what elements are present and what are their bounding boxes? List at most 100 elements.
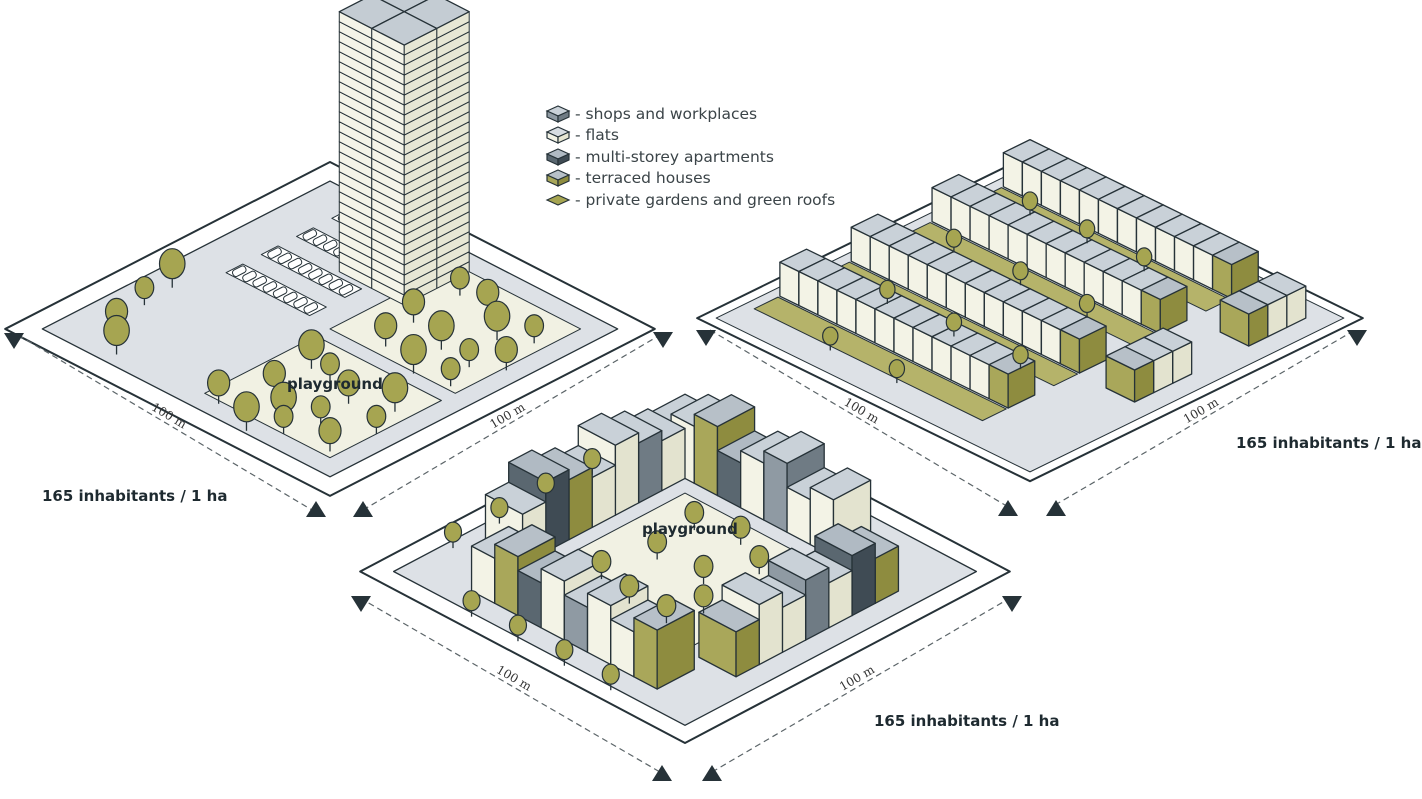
playground-label-tower: playground: [287, 375, 383, 393]
perimeter-arrow-south-a-icon: [652, 765, 672, 781]
tower-tree-23: [206, 369, 231, 404]
perimeter-back-6-face-left: [763, 450, 788, 533]
street-tree-4: [443, 521, 463, 549]
density-label-perimeter: 165 inhabitants / 1 ha: [874, 712, 1060, 730]
courtyard-tree-7: [591, 549, 612, 580]
tower-tree-10-crown: [440, 357, 461, 381]
perimeter-left-3-face-right: [614, 432, 640, 516]
terraced-tree-11: [888, 359, 906, 384]
perimeter-front-8: [633, 597, 695, 690]
courtyard-tree-2: [730, 515, 751, 545]
legend-label-multi: - multi-storey apartments: [575, 147, 774, 166]
terraced-tree-1: [1021, 191, 1039, 216]
street-tree-3: [490, 497, 509, 524]
parked-car-1-1-body: [312, 234, 328, 246]
parked-car-3-7-body: [303, 302, 319, 314]
playground-label-perimeter: playground: [642, 520, 738, 538]
courtyard-tree-6-crown: [693, 584, 714, 608]
terraced-tree-3: [1135, 247, 1153, 272]
terraced-tree-11-crown: [888, 359, 906, 379]
tower-tree-19-crown: [310, 395, 331, 419]
courtyard-tree-9-crown: [656, 593, 677, 618]
legend-item-terraced: - terraced houses: [545, 168, 835, 190]
terraced-tree-4-crown: [945, 228, 963, 248]
parked-car-2-2-body: [287, 257, 303, 270]
street-tree-8-crown: [601, 663, 620, 685]
perimeter-left-7-roof: [484, 481, 547, 515]
legend-item-multi: - multi-storey apartments: [545, 146, 835, 168]
tower-tree-24-crown: [158, 248, 186, 280]
tower-tree-3-crown: [483, 300, 511, 332]
parked-car-3-5-body: [283, 291, 298, 304]
perimeter-back-3-roof: [693, 394, 756, 428]
tower-tree-9-crown: [400, 333, 427, 366]
parked-car-2-5-body: [318, 273, 333, 286]
courtyard-tree-1: [684, 500, 705, 531]
perimeter-right-7-roof: [698, 599, 760, 633]
perimeter-right-2-roof: [814, 523, 876, 557]
terraced-house-1-12-roof: [1211, 241, 1259, 266]
perimeter-dim-right-label: 100 m: [837, 662, 877, 694]
parked-car-3-6: [293, 296, 308, 309]
tower-tree-20: [318, 417, 342, 452]
tower-tree-8: [374, 312, 398, 347]
terraced-tree-5-crown: [1012, 261, 1029, 281]
terraced-tree-7: [879, 279, 896, 304]
density-label-terraced: 165 inhabitants / 1 ha: [1236, 434, 1422, 452]
legend: - shops and workplaces - flats - multi-s…: [545, 103, 835, 211]
street-tree-6-crown: [508, 614, 528, 636]
tower-tree-16-crown: [366, 404, 387, 428]
street-tree-5: [462, 590, 481, 617]
gardens-swatch-icon: [545, 194, 571, 206]
flats-swatch-icon: [545, 126, 571, 145]
terraced-tree-6: [1078, 293, 1096, 318]
terraced-house-4-12: [988, 351, 1036, 409]
tower-tree-22: [273, 404, 294, 434]
tower-tree-12-crown: [298, 329, 325, 361]
tower-tree-13-crown: [320, 352, 340, 376]
tower-tree-27-crown: [103, 314, 130, 347]
parked-car-3-7: [303, 302, 319, 314]
tower-dim-right-line: [362, 334, 661, 511]
courtyard-tree-9: [656, 593, 677, 624]
tower-tree-21: [233, 391, 260, 431]
corner-house-b-3: [1105, 346, 1155, 403]
tower-tree-9: [400, 333, 427, 374]
terraced-garden-4: [753, 296, 1007, 422]
tower-tree-27: [103, 314, 130, 355]
perimeter-arrow-east-icon: [1002, 596, 1022, 612]
parked-car-2-0: [267, 247, 282, 259]
corner-house-3-roof: [1219, 290, 1269, 315]
street-tree-3-crown: [490, 497, 509, 519]
tower-tree-22-crown: [273, 404, 294, 428]
street-tree-2-crown: [536, 472, 555, 494]
terraced-tree-8-crown: [945, 312, 963, 332]
tower-tree-14: [336, 369, 361, 404]
tower-tree-1-crown: [449, 266, 470, 290]
legend-item-gardens: - private gardens and green roofs: [545, 189, 835, 211]
legend-item-shops: - shops and workplaces: [545, 103, 835, 125]
parked-car-2-5: [318, 273, 333, 286]
perimeter-left-3-roof: [577, 412, 640, 446]
legend-item-flats: - flats: [545, 125, 835, 147]
tower-tree-21-crown: [233, 391, 260, 423]
tower-tree-12: [298, 329, 325, 369]
terraced-dim-left-line: [709, 329, 1006, 506]
parked-car-3-0: [231, 265, 247, 277]
perimeter-right-4-roof: [767, 547, 830, 581]
parked-car-3-5: [283, 291, 298, 304]
courtyard-tree-1-crown: [684, 500, 705, 525]
corner-house-b-3-roof: [1105, 346, 1155, 371]
corner-house-3: [1219, 290, 1269, 347]
tower-tree-14-crown: [336, 369, 361, 397]
courtyard-tree-4-crown: [647, 530, 668, 554]
courtyard-tree-6: [693, 584, 714, 614]
terraced-tree-6-crown: [1078, 293, 1096, 314]
parked-car-3-2-body: [252, 275, 267, 288]
terraced-tree-1-crown: [1021, 191, 1039, 211]
terraced-tree-8: [945, 312, 963, 337]
legend-label-flats: - flats: [575, 126, 619, 145]
parked-car-3-6-body: [293, 296, 308, 309]
tower-arrow-west-icon: [4, 333, 24, 349]
courtyard-tree-3-crown: [749, 544, 770, 569]
